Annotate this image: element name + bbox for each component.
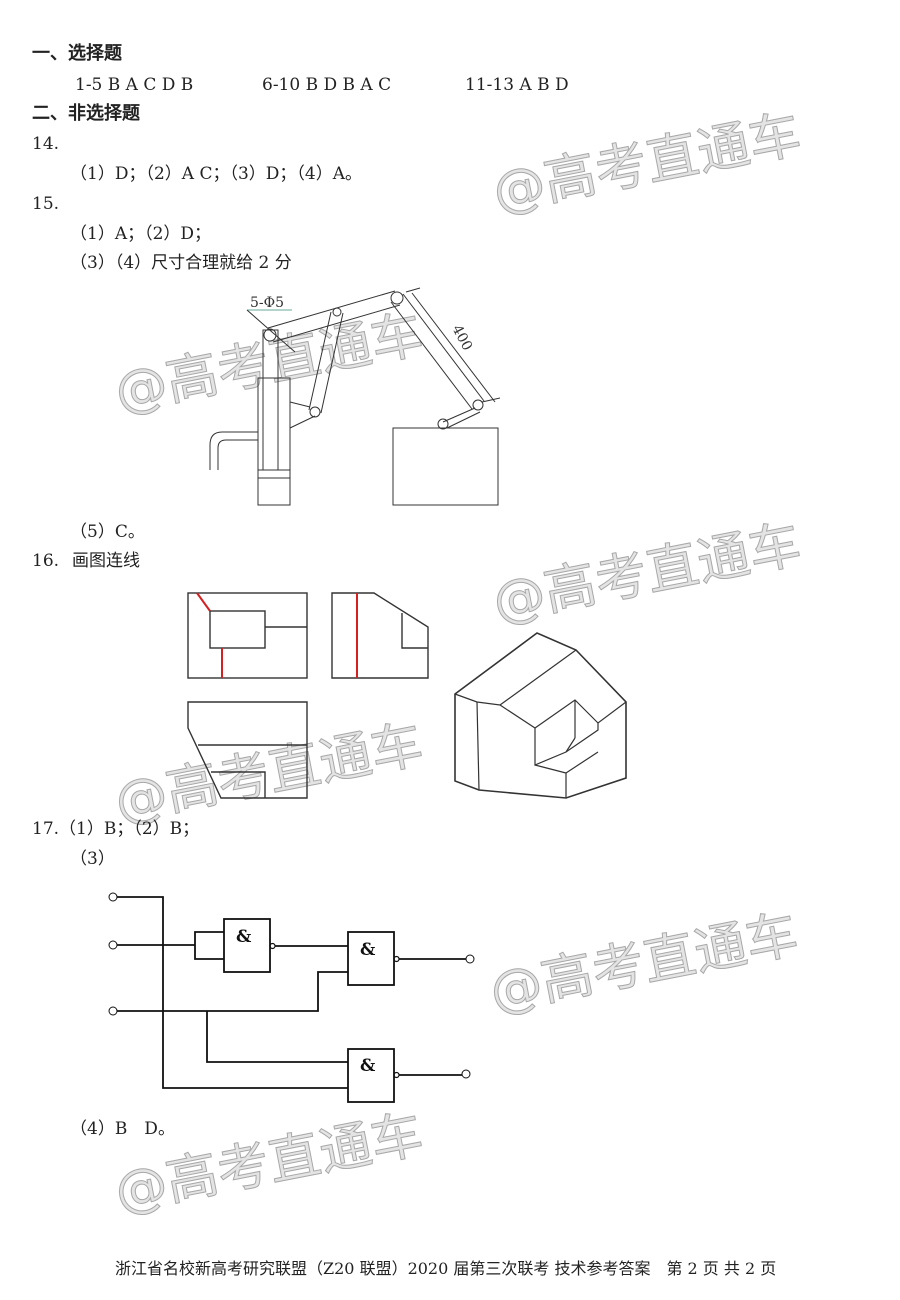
q14-answer: （1）D；（2）A C；（3）D；（4）A。: [70, 164, 362, 184]
section-title-choice: 一、选择题: [32, 43, 122, 64]
page-footer: 浙江省名校新高考研究联盟（Z20 联盟）2020 届第三次联考 技术参考答案 第…: [115, 1259, 777, 1278]
answers-6-10: 6-10 B D B A C: [262, 75, 392, 95]
gate-symbol: &: [360, 1056, 376, 1076]
answers-1-5: 1-5 B A C D B: [75, 75, 194, 95]
red-added-line: [196, 592, 211, 612]
q17-answer-4: （4）B D。: [70, 1119, 175, 1139]
input-terminal: [108, 1006, 118, 1016]
q15-number: 15.: [32, 194, 60, 214]
gate-symbol: &: [236, 927, 252, 947]
q15-answer-2: （3）（4）尺寸合理就给 2 分: [70, 253, 292, 273]
three-views-figure: [187, 592, 429, 799]
output-terminal: [461, 1069, 471, 1079]
hole-note: 5-Φ5: [250, 295, 284, 311]
mechanism-figure: [209, 287, 501, 506]
q17-answer-1: 17.（1）B；（2）B；: [32, 819, 200, 839]
input-terminal: [108, 892, 118, 902]
q15-answer-1: （1）A；（2）D；: [70, 224, 212, 244]
q17-answer-3: （3）: [70, 849, 115, 869]
q14-number: 14.: [32, 134, 60, 154]
isometric-figure: [454, 632, 627, 799]
section-title-nonchoice: 二、非选择题: [32, 103, 140, 124]
q16-number: 16.: [32, 551, 60, 571]
q16-label: 画图连线: [72, 551, 140, 571]
answers-11-13: 11-13 A B D: [465, 75, 569, 95]
dimension-label: 400: [448, 322, 475, 353]
gate-symbol: &: [360, 940, 376, 960]
output-terminal: [465, 954, 475, 964]
logic-circuit: [108, 892, 475, 1103]
q15-answer-5: （5）C。: [70, 522, 145, 542]
input-terminal: [108, 940, 118, 950]
